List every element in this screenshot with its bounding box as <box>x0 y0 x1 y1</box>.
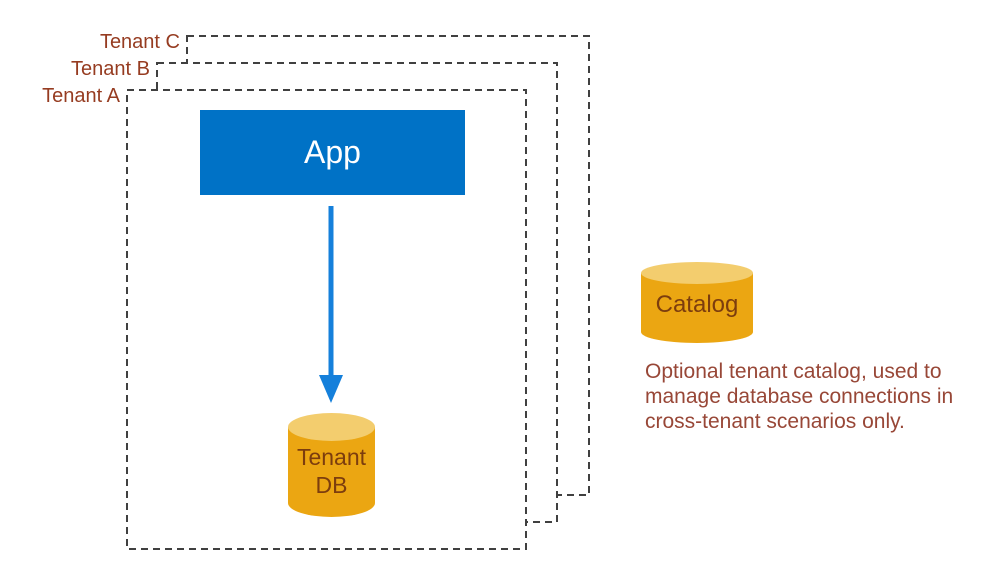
catalog-description: Optional tenant catalog, used to manage … <box>645 359 953 434</box>
tenant-db-label: Tenant DB <box>288 443 375 499</box>
catalog-description-line1: Optional tenant catalog, used to <box>645 360 942 383</box>
catalog-description-line3: cross-tenant scenarios only. <box>645 410 905 433</box>
catalog-label: Catalog <box>655 291 739 318</box>
tenant-a-label: Tenant A <box>42 85 120 107</box>
app-to-db-arrow <box>319 206 343 403</box>
tenant-b-label: Tenant B <box>71 58 150 80</box>
app-box: App <box>200 110 465 195</box>
tenant-db-label-line2: DB <box>315 472 348 498</box>
tenant-db-cylinder <box>288 413 375 517</box>
app-box-label: App <box>304 134 361 170</box>
tenant-c-label: Tenant C <box>99 31 180 53</box>
tenant-db-label-line1: Tenant <box>296 444 367 470</box>
catalog-description-line2: manage database connections in <box>645 385 954 408</box>
catalog-cylinder <box>641 262 753 343</box>
